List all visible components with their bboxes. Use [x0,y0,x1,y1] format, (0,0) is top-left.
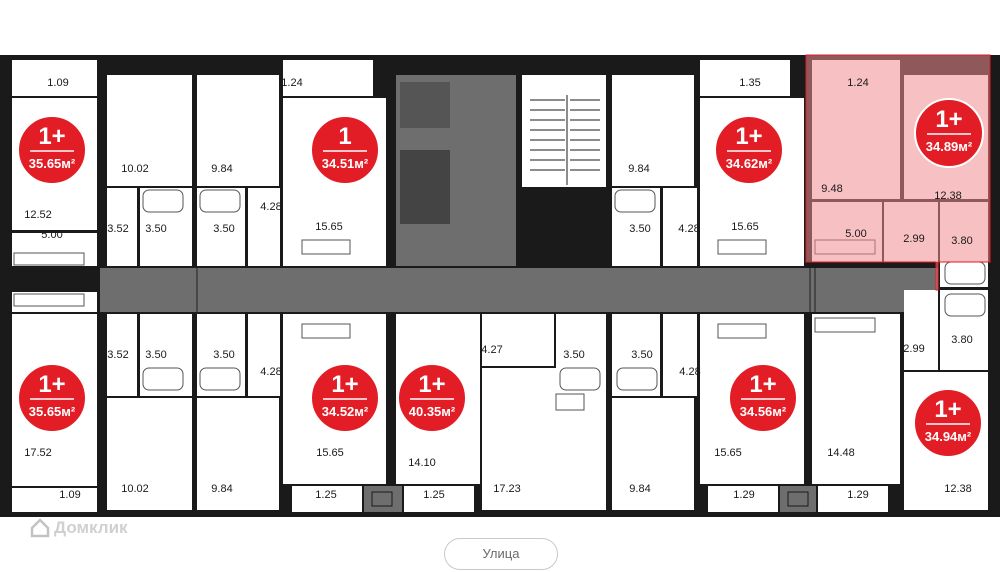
corridor-doors [196,268,816,312]
apartment-type: 1+ [935,106,962,133]
apartment-area: 34.52м² [322,404,369,419]
room-area-label: 5.00 [41,229,62,241]
room-area-label: 15.65 [316,447,344,459]
apartment-area: 34.94м² [925,429,972,444]
stair-core [396,75,606,266]
room-area-label: 1.24 [281,77,302,89]
apartment-area: 35.65м² [29,156,76,171]
room-area-label: 1.29 [733,489,754,501]
room-area-label: 4.28 [260,201,281,213]
apartment-badge-top-1[interactable]: 1+ 35.65м² [17,115,87,185]
apartment-type: 1+ [418,371,445,398]
room-area-label: 4.27 [481,344,502,356]
watermark-text: Домклик [54,518,128,537]
apartment-badge-circle [17,115,87,185]
apartment-badge-bottom-3[interactable]: 1+ 40.35м² [397,363,467,433]
apartment-type: 1 [338,123,351,150]
apartment-type: 1+ [735,123,762,150]
apartment-area: 34.51м² [322,156,369,171]
apartment-badge-bottom-2[interactable]: 1+ 34.52м² [310,363,380,433]
room-area-label: 3.50 [629,223,650,235]
room-area-label: 3.50 [631,349,652,361]
room-area-label: 14.10 [408,457,436,469]
room-area-label: 2.99 [903,343,924,355]
apartment-badge-bottom-1[interactable]: 1+ 35.65м² [17,363,87,433]
room-area-label: 15.65 [714,447,742,459]
room-area-label: 9.84 [628,163,649,175]
apartment-type: 1+ [38,123,65,150]
apartment-badge-circle [913,388,983,458]
room-area-label: 3.50 [213,349,234,361]
apartment-area: 34.89м² [926,139,973,154]
apartment-badge-circle [397,363,467,433]
room-area-label: 9.48 [821,183,842,195]
room-area-label: 5.00 [845,228,866,240]
room-area-label: 3.50 [145,223,166,235]
room-area-label: 1.25 [315,489,336,501]
room-area-label: 15.65 [315,221,343,233]
apartment-type: 1+ [749,371,776,398]
room-area-label: 3.80 [951,235,972,247]
room-area-label: 3.80 [951,334,972,346]
room-area-label: 15.65 [731,221,759,233]
selected-apartment-highlight[interactable] [805,54,991,291]
room-area-label: 3.50 [213,223,234,235]
room-area-label: 1.09 [47,77,68,89]
room-area-label: 17.23 [493,483,521,495]
apartment-badge-bottom-5[interactable]: 1+ 34.94м² [913,388,983,458]
room-area-label: 14.48 [827,447,855,459]
room-area-label: 12.38 [944,483,972,495]
bottom-balconies [12,486,888,512]
apartment-badge-circle [714,115,784,185]
room-area-label: 3.50 [145,349,166,361]
room-area-label: 9.84 [629,483,650,495]
room-area-label: 3.52 [107,349,128,361]
watermark: Домклик [30,518,128,538]
room-area-label: 4.28 [678,223,699,235]
apartment-area: 40.35м² [409,404,456,419]
room-area-label: 3.50 [563,349,584,361]
apartment-area: 34.62м² [726,156,773,171]
room-area-label: 4.28 [679,366,700,378]
room-area-label: 4.28 [260,366,281,378]
room-area-label: 9.84 [211,483,232,495]
apartment-badge-circle [914,98,984,168]
street-label-button[interactable]: Улица [444,538,558,570]
apartment-area: 34.56м² [740,404,787,419]
corridor [100,268,938,312]
room-area-label: 10.02 [121,483,149,495]
room-area-label: 1.24 [847,77,868,89]
room-area-label: 12.38 [934,190,962,202]
apartment-badge-top-4[interactable]: 1+ 34.89м² [914,98,984,168]
apartment-badge-top-3[interactable]: 1+ 34.62м² [714,115,784,185]
room-area-label: 2.99 [903,233,924,245]
apartment-type: 1+ [38,371,65,398]
room-area-labels: 1.09 10.02 9.84 1.24 1.35 1.24 12.52 3.52 3.50 5.… [24,77,972,501]
room-area-label: 10.02 [121,163,149,175]
room-area-label: 17.52 [24,447,52,459]
apartment-badges: 1+ 35.65м² 1 34.51м² 1+ 34.62м² 1+ 34.89м² 1+ 35.… [17,98,984,458]
apartment-type: 1+ [331,371,358,398]
room-area-label: 3.52 [107,223,128,235]
room-area-label: 1.09 [59,489,80,501]
apartment-badge-bottom-4[interactable]: 1+ 34.56м² [728,363,798,433]
home-logo-icon [30,518,50,538]
apartment-badge-circle [17,363,87,433]
room-area-label: 1.35 [739,77,760,89]
apartment-area: 35.65м² [29,404,76,419]
room-area-label: 1.29 [847,489,868,501]
apartment-badge-top-2[interactable]: 1 34.51м² [310,115,380,185]
apartment-badge-circle [728,363,798,433]
apartment-type: 1+ [934,396,961,423]
apartment-badge-circle [310,363,380,433]
bottom-rooms [12,290,988,510]
room-area-label: 12.52 [24,209,52,221]
apartment-badge-circle [310,115,380,185]
room-area-label: 1.25 [423,489,444,501]
room-area-label: 9.84 [211,163,232,175]
